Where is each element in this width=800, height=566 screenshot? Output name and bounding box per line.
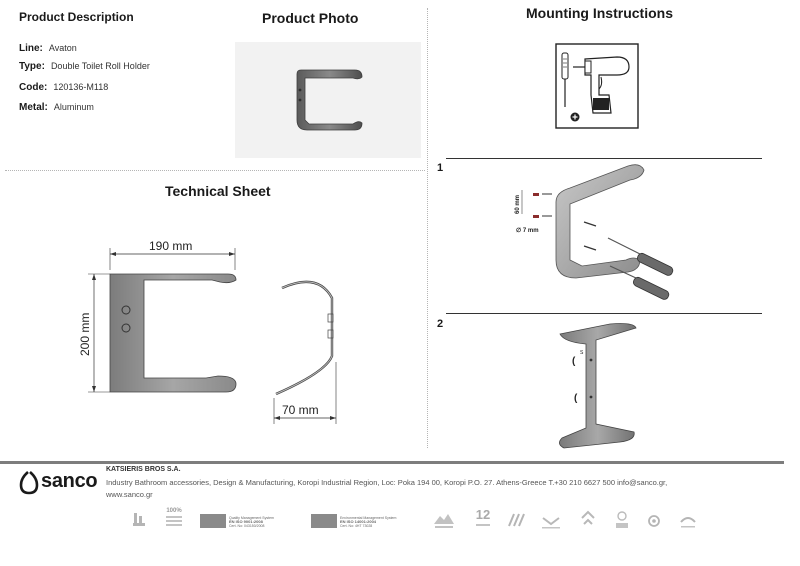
width-dimension-label: 190 mm [149,239,192,253]
spec-key: Metal: [19,102,48,113]
spec-code: Code: 120136-M118 [19,82,108,93]
wall-plug-icon [533,193,539,218]
company-website[interactable]: www.sanco.gr [106,490,153,499]
company-name: KATSIERIS BROS S.A. [106,466,181,473]
step-2-divider [446,313,762,314]
spec-value: 120136-M118 [53,82,109,92]
mount-diameter-label: ∅ 7 mm [516,227,539,234]
footer-bar [0,461,784,464]
marker-s: S [580,350,584,356]
badge-100-percent: 100% [163,508,185,532]
chevron-badge-icon [542,517,560,529]
certification-badges: 100% Quality Management System EN ISO 90… [125,508,715,534]
step-1-divider [446,158,762,159]
spec-key: Code: [19,82,48,93]
hand-badge-icon [680,517,696,528]
tools-illustration [555,43,639,129]
toilet-roll-holder-photo [296,69,363,131]
svg-text:(: ( [572,356,576,367]
height-dimension-label: 200 mm [78,313,92,356]
mounting-instructions-title: Mounting Instructions [526,5,673,21]
screwdriver-icon [609,265,670,300]
vertical-divider [427,8,428,448]
sun-badge-icon [616,511,628,528]
environment-cert-text: Environmental Management System EN ISO 1… [340,516,397,528]
step-1-number: 1 [437,162,444,174]
step-1-illustration: 60 mm ∅ 7 mm [515,164,674,300]
quality-cert-badge [200,514,226,528]
sanco-logo-icon [19,471,39,495]
arrows-badge-icon [581,510,595,525]
product-photo [235,42,421,158]
badge-12-label: 12 [475,507,491,522]
badge-12: 12 [474,508,492,532]
company-description: Industry Bathroom accessories, Design & … [106,477,706,501]
technical-drawing: 190 mm 200 mm 70 mm [78,239,337,424]
spec-value: Aluminum [53,102,94,112]
company-address: Industry Bathroom accessories, Design & … [106,478,668,487]
horizontal-divider [5,170,425,171]
quality-cert-text: Quality Management System EN ISO 9001:20… [229,516,274,528]
svg-text:(: ( [574,393,578,404]
drill-icon [573,56,630,114]
technical-sheet-title: Technical Sheet [165,183,271,199]
product-photo-title: Product Photo [262,10,359,26]
environment-cert-badge [311,514,337,528]
product-description-title: Product Description [19,10,134,24]
spec-key: Line: [19,43,43,54]
mount-height-label: 60 mm [515,195,521,214]
step-2-number: 2 [437,318,444,330]
spec-metal: Metal: Aluminum [19,102,94,113]
spec-type: Type: Double Toilet Roll Holder [19,61,150,72]
stripes-badge-icon [508,513,525,527]
screwdriver-icon [561,52,569,107]
spec-value: Double Toilet Roll Holder [50,61,150,71]
spec-key: Type: [19,61,45,72]
badge-100-label: 100% [166,508,182,514]
step-2-illustration: S ( ( [559,323,637,449]
spec-value: Avaton [48,43,77,53]
brand-name: sanco [41,470,98,492]
depth-dimension-label: 70 mm [282,403,319,417]
factory-badge-icon [133,513,145,526]
mountain-badge-icon [434,514,454,528]
screwdriver-icon [607,237,674,276]
spec-line: Line: Avaton [19,43,77,54]
drop-badge-icon [648,515,660,527]
